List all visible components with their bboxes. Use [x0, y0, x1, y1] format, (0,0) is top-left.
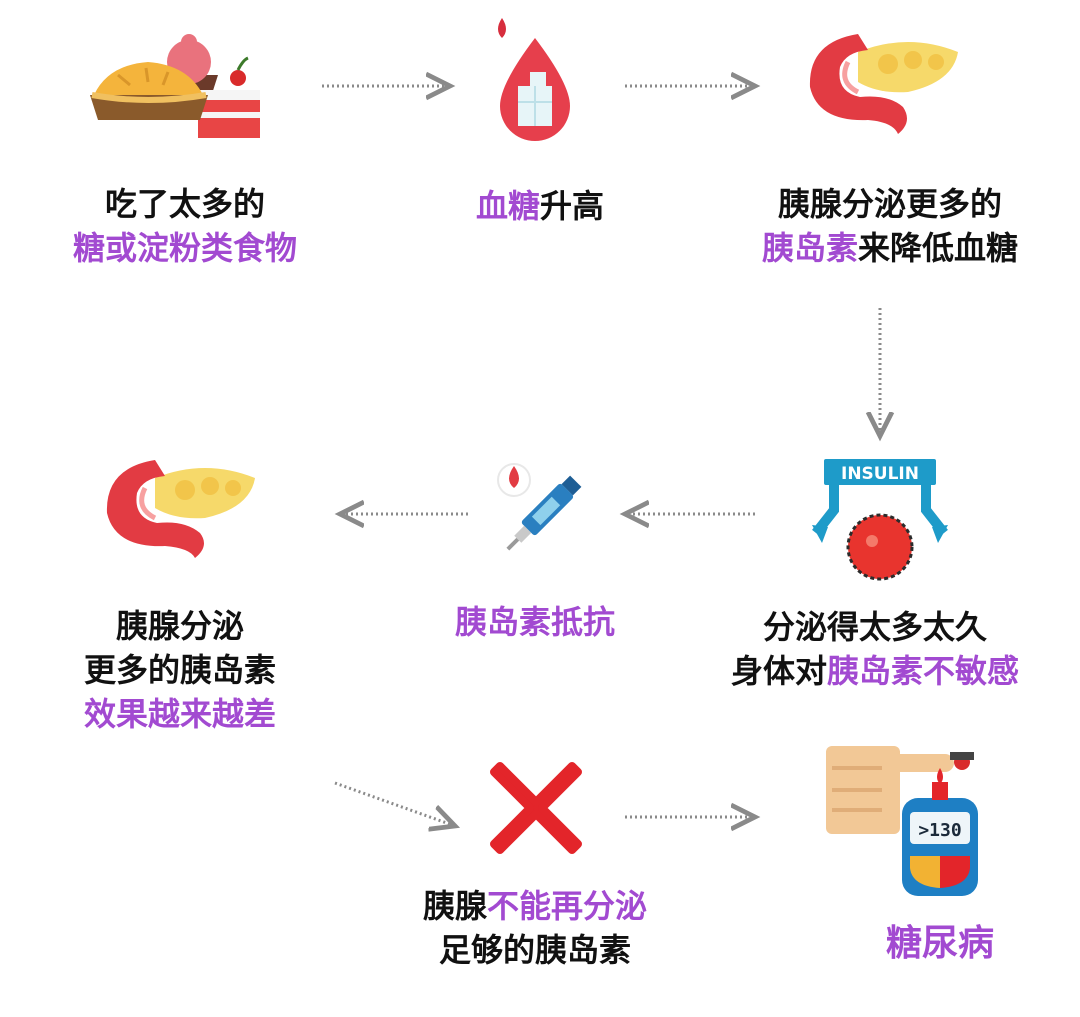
blood-sugar-rest: 升高: [540, 187, 605, 225]
food-line1: 吃了太多的: [104, 185, 265, 223]
insensitive-highlight: 胰岛素不敏感: [827, 652, 1020, 690]
pancreas-secrete-highlight: 胰岛素: [761, 229, 858, 267]
pancreas-icon: [809, 34, 958, 134]
red-cross-icon: [490, 762, 582, 854]
resistance-label: 胰岛素抵抗: [454, 603, 615, 641]
failure-pre: 胰腺: [422, 887, 487, 925]
pancreas-icon: [106, 460, 255, 558]
pancreas-secrete-line1: 胰腺分泌更多的: [777, 185, 1002, 223]
diabetes-label: 糖尿病: [885, 923, 994, 964]
pancreas-worse-highlight: 效果越来越差: [83, 695, 276, 733]
pancreas-secrete-rest: 来降低血糖: [858, 229, 1019, 267]
insulin-sign: INSULIN: [841, 464, 919, 484]
insulin-pen-icon: [497, 463, 582, 551]
failure-line2: 足够的胰岛素: [438, 931, 631, 969]
food-line2: 糖或淀粉类食物: [72, 229, 297, 267]
insulin-cell-icon: INSULIN: [812, 459, 948, 581]
blood-drop-icon: [498, 18, 570, 141]
glucose-meter-icon: >130: [826, 746, 978, 896]
insensitive-pre: 身体对: [730, 652, 827, 690]
failure-highlight: 不能再分泌: [487, 887, 648, 925]
pancreas-worse-line1: 胰腺分泌: [115, 607, 244, 645]
arrow-pancreas-to-cross: [334, 781, 455, 826]
pancreas-worse-line2: 更多的胰岛素: [83, 651, 276, 689]
meter-reading: >130: [918, 820, 961, 841]
food-icon: [90, 34, 260, 138]
blood-sugar-highlight: 血糖: [475, 187, 540, 225]
insensitive-line1: 分泌得太多太久: [762, 608, 987, 646]
